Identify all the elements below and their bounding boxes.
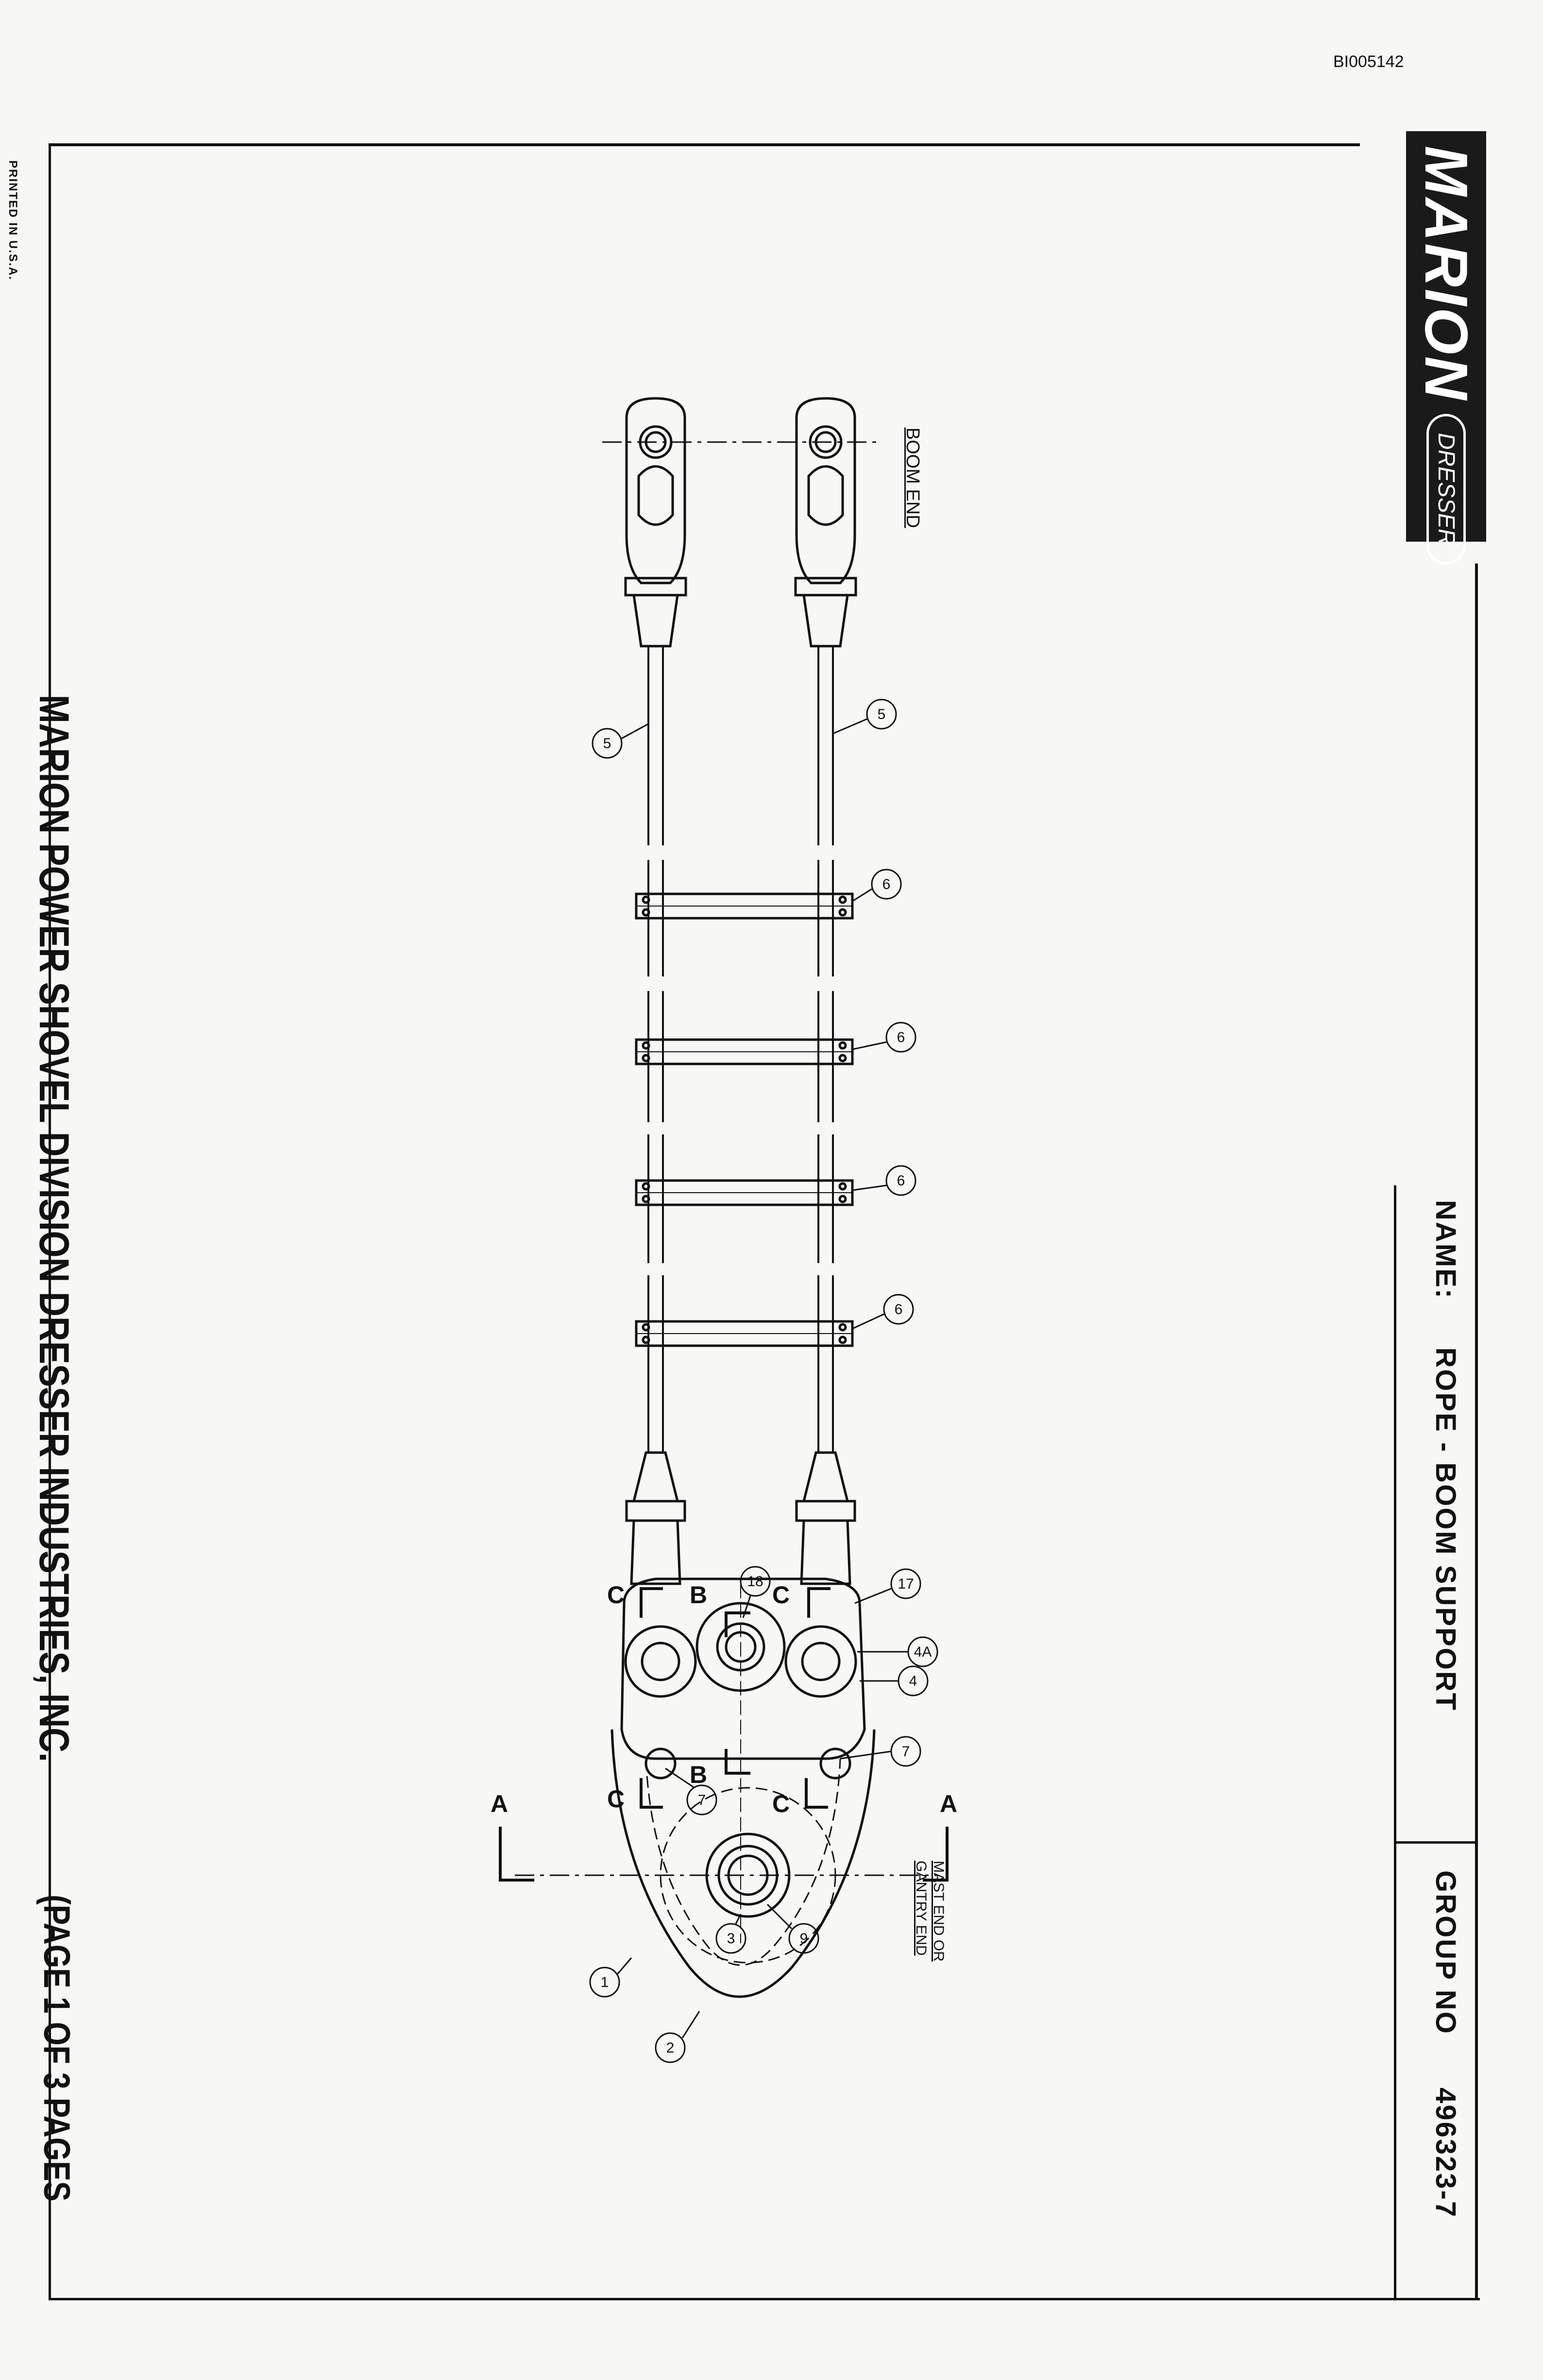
mast-end-socket-left xyxy=(625,1451,686,1585)
boom-end-socket-left xyxy=(624,397,687,648)
svg-text:18: 18 xyxy=(747,1574,763,1590)
rope-right xyxy=(817,646,834,1453)
title-block-divider xyxy=(1394,1841,1476,1844)
svg-text:6: 6 xyxy=(897,1173,905,1189)
svg-text:A: A xyxy=(491,1790,508,1817)
spacer-clamp-4 xyxy=(635,1320,854,1347)
frame-right-border xyxy=(1475,564,1478,2298)
svg-text:1: 1 xyxy=(601,1974,609,1990)
svg-text:C: C xyxy=(607,1785,625,1813)
svg-text:5: 5 xyxy=(878,706,886,722)
svg-text:4A: 4A xyxy=(914,1644,932,1660)
svg-text:4: 4 xyxy=(909,1673,917,1689)
document-id: BI005142 xyxy=(1333,52,1404,71)
svg-text:B: B xyxy=(690,1581,707,1609)
spacer-clamp-3 xyxy=(635,1179,854,1206)
svg-text:17: 17 xyxy=(898,1576,914,1592)
svg-text:6: 6 xyxy=(895,1301,903,1318)
spacer-clamp-2 xyxy=(635,1038,854,1065)
title-block xyxy=(1394,1185,1479,2298)
svg-text:C: C xyxy=(607,1581,625,1609)
section-marks xyxy=(499,1587,949,1882)
svg-text:2: 2 xyxy=(666,2040,675,2056)
svg-text:A: A xyxy=(940,1790,957,1817)
section-letters: C C C C B B A A xyxy=(491,1581,957,1817)
svg-text:5: 5 xyxy=(603,736,611,752)
svg-text:B: B xyxy=(690,1761,707,1788)
svg-text:7: 7 xyxy=(902,1744,910,1760)
boom-end-socket-right xyxy=(794,397,857,648)
svg-text:C: C xyxy=(772,1581,790,1609)
mast-end-equalizer-plate xyxy=(515,1729,937,1998)
callout-numbers: 5 5 6 6 6 6 17 4A 4 7 7 18 9 3 1 2 xyxy=(601,706,932,2056)
svg-text:3: 3 xyxy=(727,1931,735,1947)
equalizer-link-assembly xyxy=(620,1577,866,1943)
svg-text:9: 9 xyxy=(800,1931,808,1947)
rope-left xyxy=(647,646,664,1453)
frame-top-border xyxy=(49,143,1360,146)
mast-end-socket-right xyxy=(795,1451,856,1585)
callout-balloons xyxy=(589,699,938,2063)
svg-text:6: 6 xyxy=(897,1029,905,1045)
drawing-frame xyxy=(49,143,1480,2300)
svg-text:6: 6 xyxy=(882,876,891,892)
spacer-clamp-1 xyxy=(635,892,854,920)
svg-text:7: 7 xyxy=(698,1792,706,1808)
svg-text:C: C xyxy=(772,1790,790,1817)
marion-dresser-logo: MARION DRESSER xyxy=(1406,131,1486,565)
